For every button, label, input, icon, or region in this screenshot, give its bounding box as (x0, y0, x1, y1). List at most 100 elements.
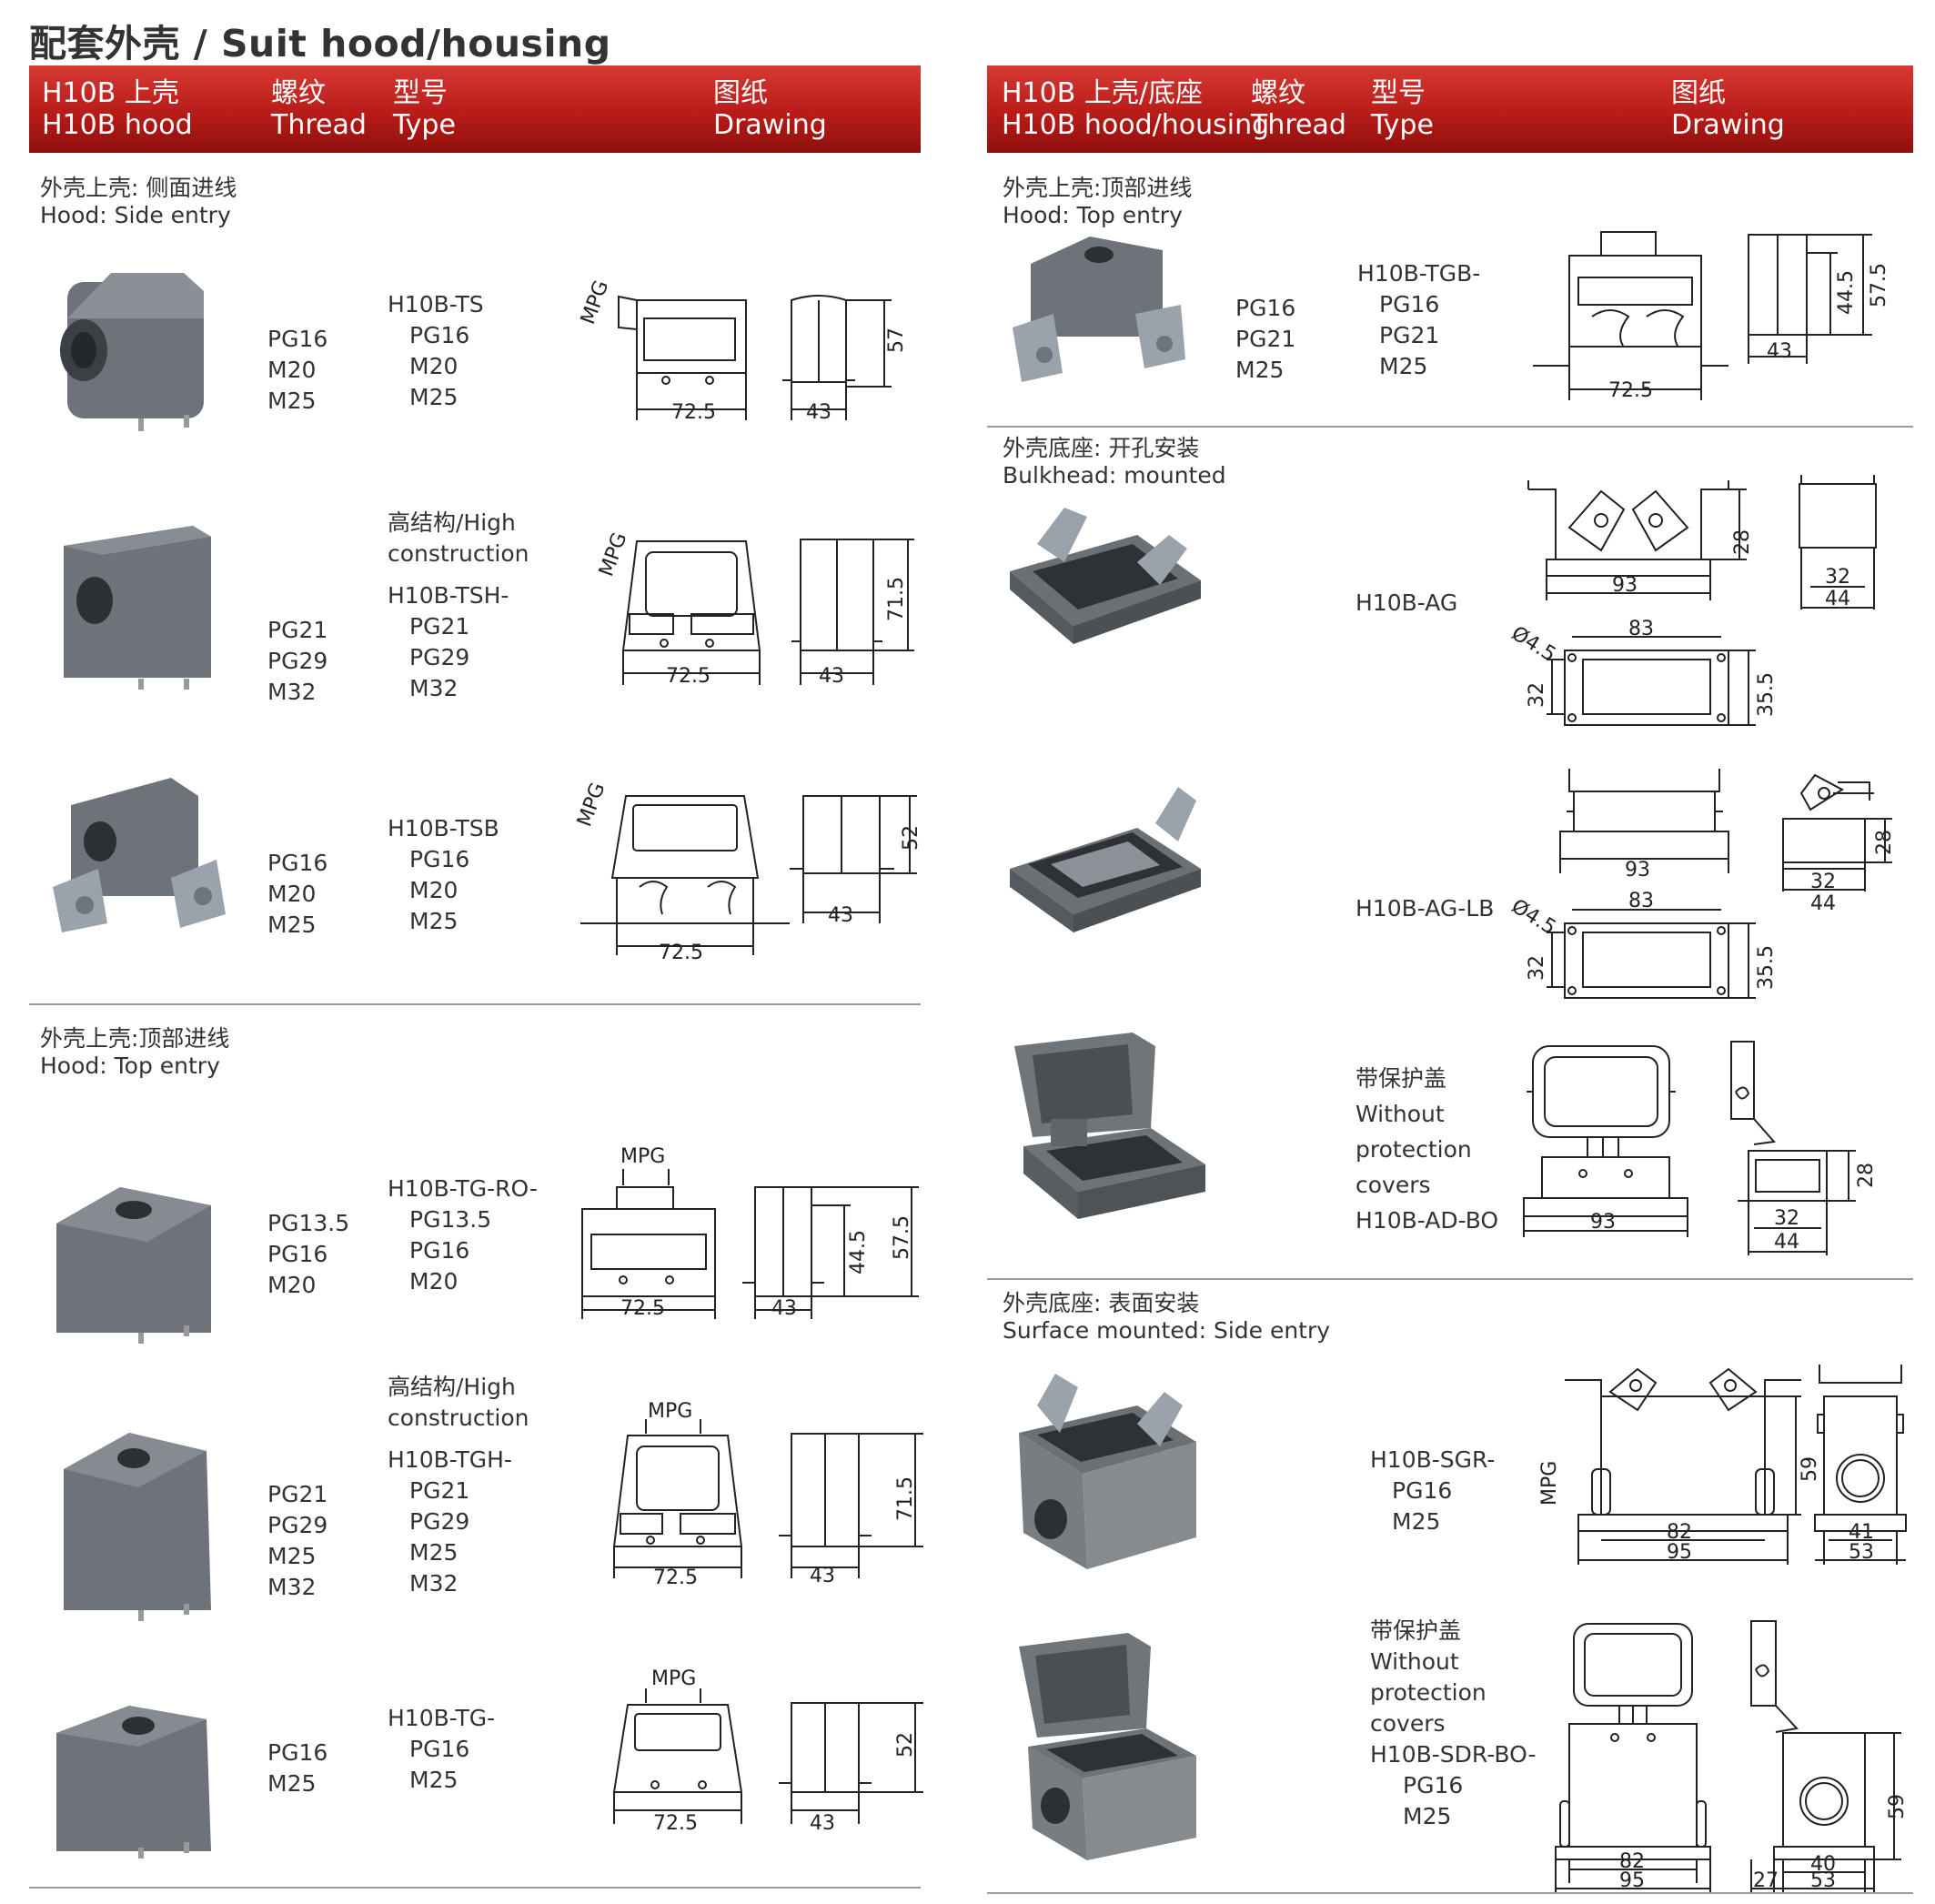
type-thread: M20 (409, 353, 459, 379)
thread-list: PG16 M25 (267, 1738, 328, 1799)
thread-list: PG16 M20 M25 (267, 848, 328, 941)
dim-depth: 43 (1767, 340, 1792, 363)
divider (29, 1003, 921, 1005)
dim-width: 72.5 (653, 1812, 698, 1835)
dim-mpg: MPG (620, 1145, 665, 1168)
dim-width-2: 95 (1667, 1541, 1692, 1564)
thread-list: PG21 PG29 M32 (267, 615, 328, 708)
type-note-line: 高结构/High (388, 1374, 516, 1400)
type-note-line: Without (1356, 1101, 1445, 1127)
dim-mpg: MPG (573, 780, 610, 830)
drawing-tg: MPG 72.5 43 52 (612, 1667, 923, 1835)
type-thread: M25 (409, 384, 459, 410)
type-code: H10B-AD-BO (1356, 1207, 1499, 1234)
section-title-en: Hood: Side entry (40, 202, 231, 228)
thread-item: PG16 (267, 1739, 328, 1766)
dim-depth: 43 (771, 1297, 797, 1320)
dim-plate-height: 35.5 (1755, 672, 1778, 717)
dim-width: 72.5 (653, 1567, 698, 1589)
bulkhead-housing-cover-photo (1014, 1033, 1205, 1219)
thread-item: PG29 (267, 648, 328, 674)
thread-item: M25 (267, 912, 317, 938)
dim-width: 72.5 (666, 665, 711, 688)
type-thread: M32 (409, 1570, 459, 1597)
type-note-line: covers (1370, 1710, 1446, 1737)
type-thread: PG16 (409, 1736, 470, 1762)
type-note: 高结构/High construction (388, 508, 529, 569)
dim-height: 52 (894, 1732, 917, 1758)
header-col3-cn: 型号 (1371, 77, 1426, 109)
dim-width-2: 95 (1619, 1869, 1645, 1892)
dim-offset: 27 (1753, 1869, 1779, 1892)
type-note-line: Without (1370, 1648, 1459, 1675)
hood-top-entry-photo (56, 1187, 211, 1344)
type-note-line: covers (1356, 1172, 1431, 1198)
dim-depth-2: 44 (1810, 892, 1836, 915)
type-thread: PG13.5 (409, 1206, 492, 1233)
header-col2-cn: 螺纹 (271, 77, 326, 109)
hood-high-top-entry-photo (64, 1433, 211, 1621)
header-col4-cn: 图纸 (1671, 77, 1726, 109)
thread-item: PG16 (267, 1241, 328, 1267)
section-title-cn: 外壳上壳:顶部进线 (1003, 175, 1193, 201)
header-col1-en: H10B hood/housing (1002, 109, 1270, 141)
thread-list: PG16 M20 M25 (267, 324, 328, 417)
type-block: H10B-SGR- PG16 M25 (1370, 1445, 1495, 1537)
type-block: H10B-TS PG16 M20 M25 (388, 289, 484, 413)
thread-item: PG16 (267, 326, 328, 352)
dim-depth-2: 44 (1774, 1231, 1799, 1254)
drawing-ts: MPG 72.5 43 57 (577, 277, 908, 424)
dim-height: 71.5 (894, 1476, 917, 1521)
dim-cutout-width: 83 (1628, 618, 1654, 640)
hood-side-entry-levers-photo (53, 778, 226, 932)
type-thread: PG21 (409, 613, 470, 640)
dim-width-1: 82 (1619, 1850, 1645, 1873)
section-title-cn: 外壳底座: 表面安装 (1003, 1290, 1200, 1316)
thread-item: M20 (267, 881, 317, 907)
dim-width: 72.5 (659, 942, 703, 964)
type-thread: M25 (409, 1767, 459, 1793)
bulkhead-housing-photo (1010, 508, 1201, 644)
type-code: H10B-TG- (388, 1705, 496, 1731)
divider (987, 1278, 1913, 1280)
type-thread: PG16 (1403, 1772, 1464, 1798)
dim-height-2: 57.5 (891, 1215, 913, 1260)
thread-item: PG16 (1235, 295, 1296, 321)
header-col2-en: Thread (1251, 109, 1346, 141)
dim-height: 28 (1855, 1163, 1878, 1188)
header-col2-en: Thread (271, 109, 367, 141)
section-side-entry: 外壳上壳: 侧面进线 Hood: Side entry (40, 175, 237, 229)
dim-height-1: 44.5 (847, 1230, 870, 1274)
thread-list: PG21 PG29 M25 M32 (267, 1479, 328, 1603)
header-col1-en: H10B hood (42, 109, 193, 141)
dim-depth: 43 (810, 1565, 835, 1587)
type-block: H10B-TGH- PG21 PG29 M25 M32 (388, 1445, 512, 1599)
type-thread: M25 (409, 1539, 459, 1566)
section-title-en: Hood: Top entry (40, 1053, 220, 1079)
header-col3-en: Type (1371, 109, 1434, 141)
type-thread: PG16 (409, 322, 470, 348)
page-title: 配套外壳 / Suit hood/housing (29, 22, 611, 65)
header-col2-cn: 螺纹 (1251, 77, 1305, 109)
section-title-en: Hood: Top entry (1003, 202, 1183, 228)
dim-depth: 43 (810, 1812, 835, 1835)
type-block: H10B-TG-RO- PG13.5 PG16 M20 (388, 1174, 538, 1297)
dim-width-1: 82 (1667, 1521, 1692, 1544)
thread-list: PG16 PG21 M25 (1235, 293, 1295, 386)
type-thread: PG21 (1379, 322, 1440, 348)
type-block: H10B-TSB PG16 M20 M25 (388, 813, 499, 937)
type-block: H10B-TGB- PG16 PG21 M25 (1357, 258, 1480, 382)
type-note-line: protection (1356, 1136, 1472, 1163)
type-thread: PG16 (1392, 1477, 1453, 1504)
type-code: H10B-TG-RO- (388, 1175, 538, 1202)
type-thread: PG29 (409, 644, 470, 670)
dim-width: 93 (1612, 574, 1638, 597)
section-title-cn: 外壳底座: 开孔安装 (1003, 435, 1200, 461)
drawing-tg-ro: MPG 72.5 43 44.5 57.5 (581, 1145, 919, 1320)
type-code: H10B-TS (388, 291, 484, 317)
type-block: 带保护盖 Without protection covers H10B-SDR-… (1370, 1616, 1537, 1832)
section-title-cn: 外壳上壳:顶部进线 (40, 1025, 230, 1052)
header-col4-en: Drawing (1671, 109, 1785, 141)
dim-mpg: MPG (651, 1667, 696, 1690)
